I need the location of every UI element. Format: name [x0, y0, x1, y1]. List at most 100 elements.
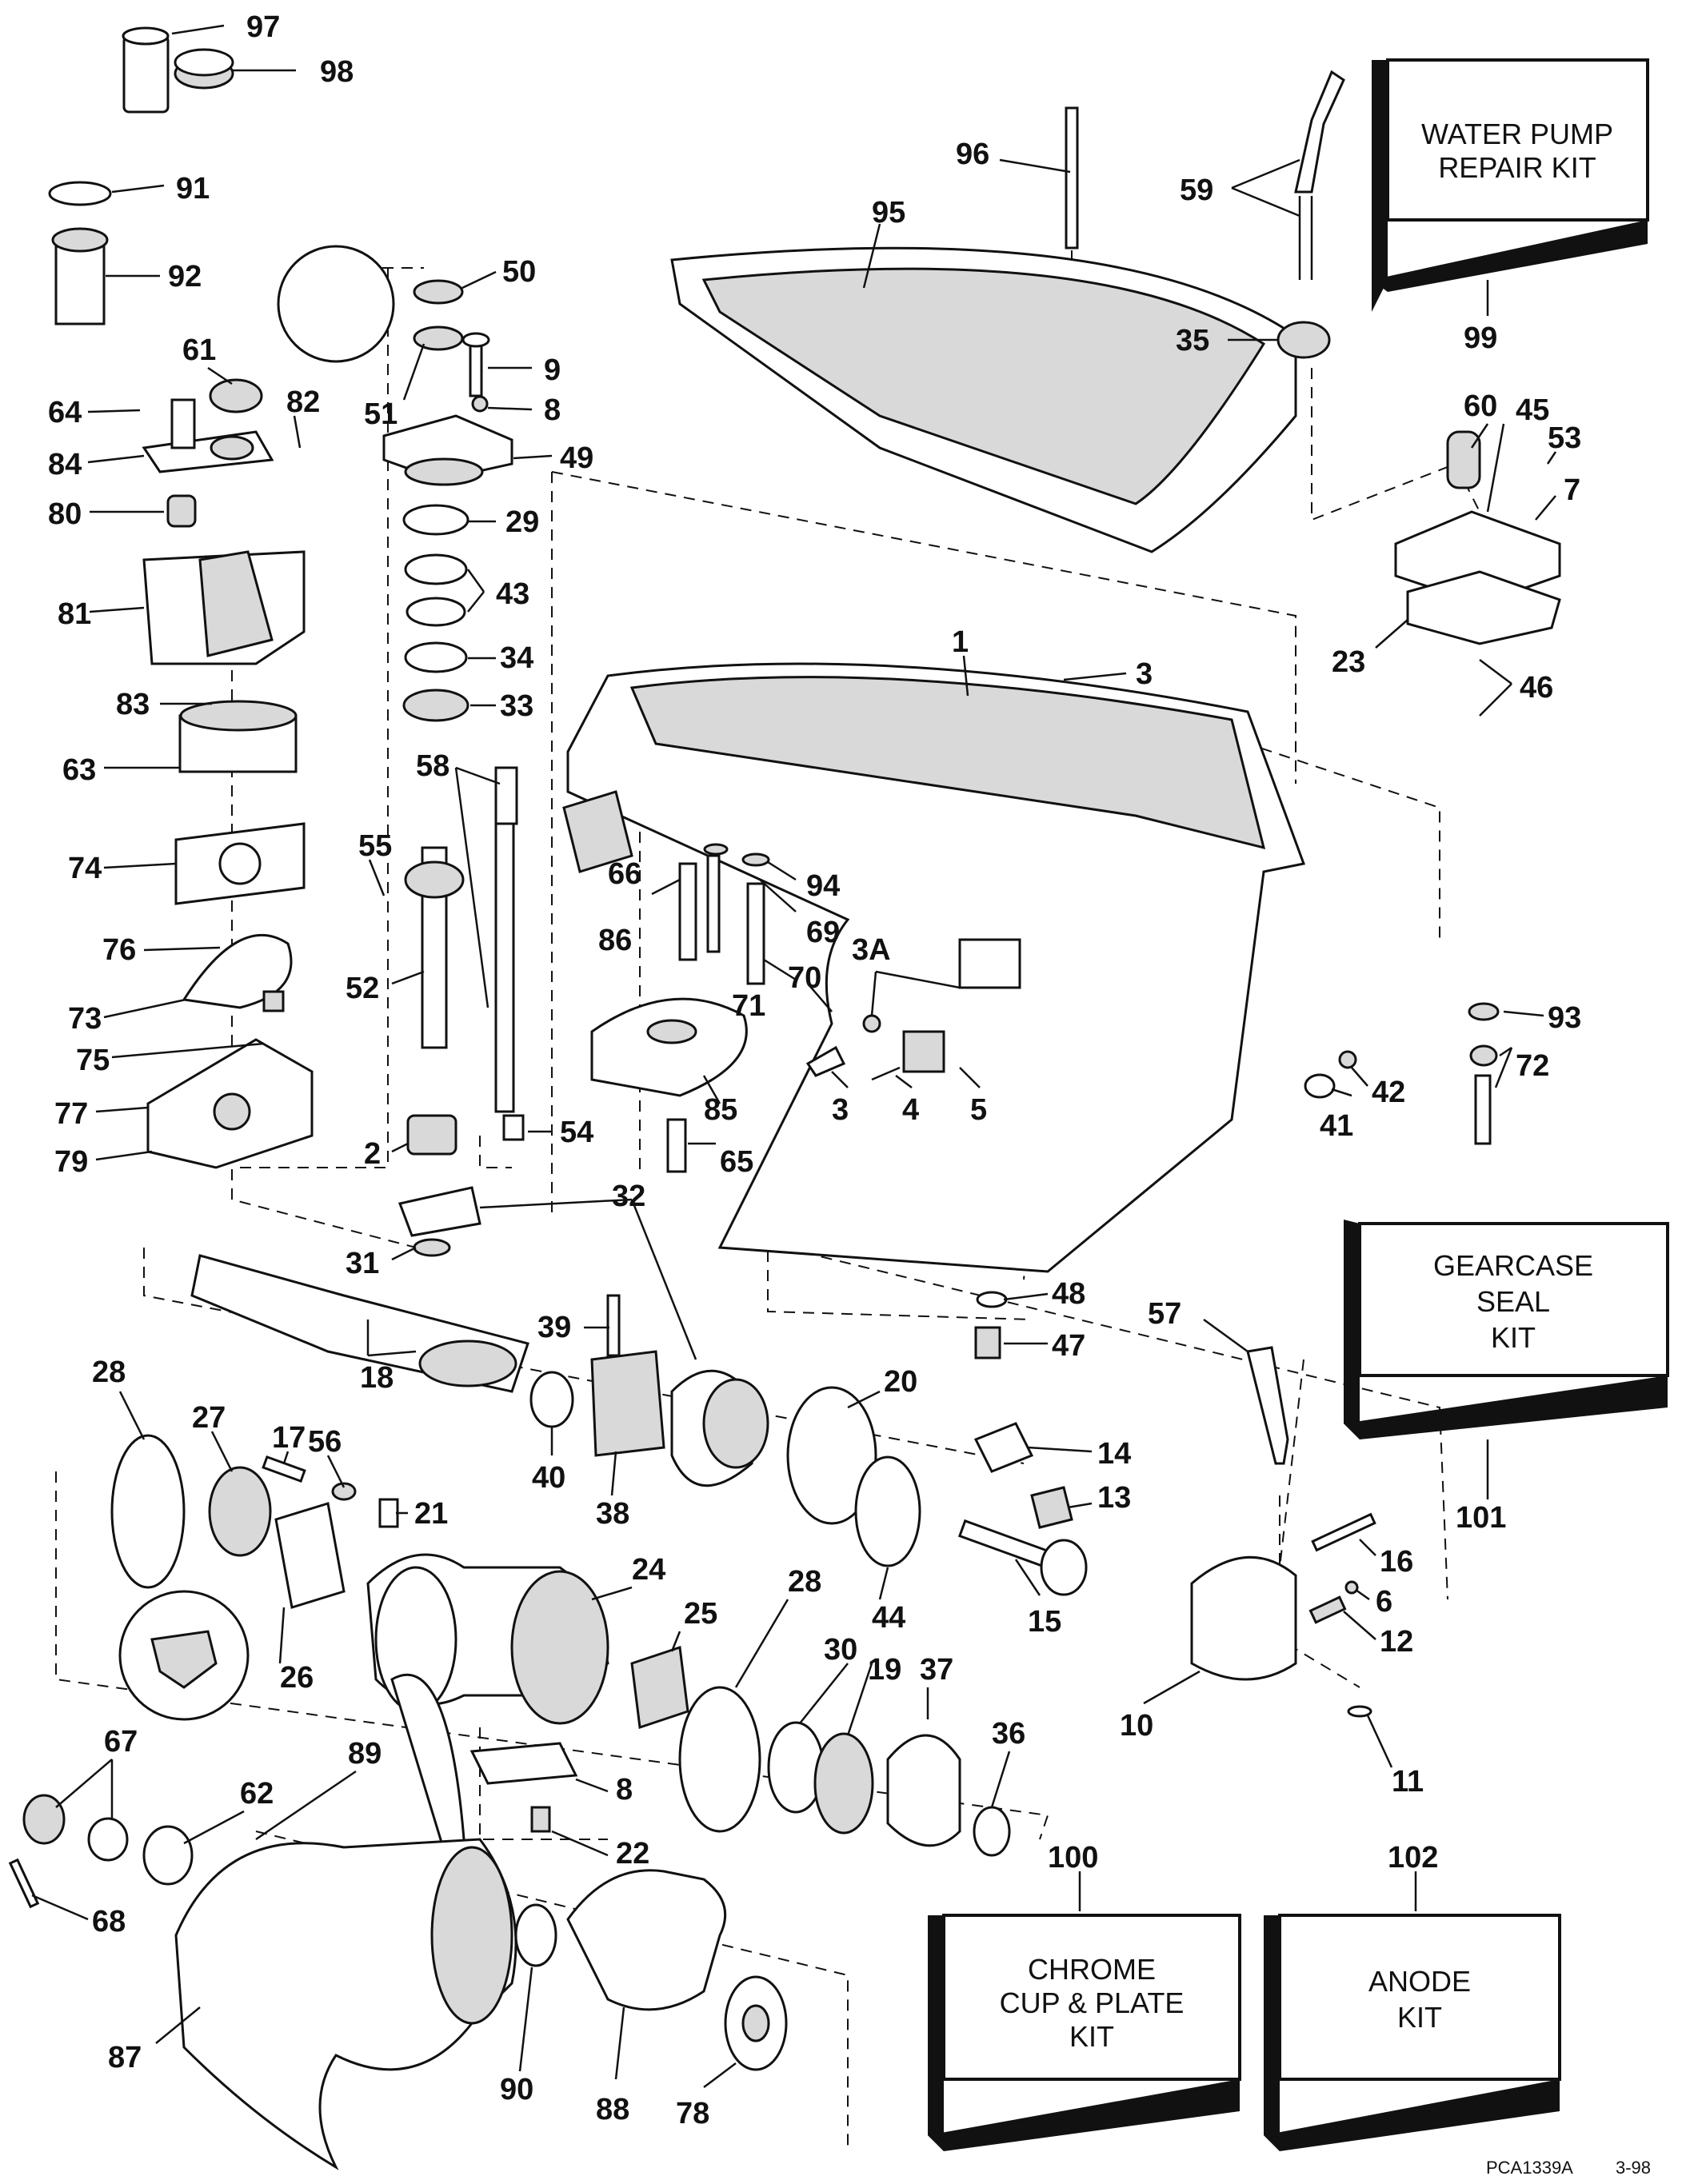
callout-42: 42: [1372, 1076, 1405, 1109]
callout-69: 69: [806, 916, 840, 949]
callout-57: 57: [1148, 1297, 1181, 1331]
callout-77: 77: [54, 1097, 88, 1131]
chrome-kit-line3: KIT: [1069, 2020, 1114, 2053]
callout-33: 33: [500, 689, 533, 723]
callout-1: 1: [952, 625, 969, 659]
callout-56: 56: [308, 1425, 342, 1459]
callout-22: 22: [616, 1837, 649, 1871]
footer-date: 3-98: [1616, 2158, 1651, 2178]
gearcase-kit-line3: KIT: [1491, 1321, 1536, 1354]
callout-13: 13: [1097, 1481, 1131, 1515]
callout-64: 64: [48, 396, 82, 429]
water-pump-kit-line1: WATER PUMP: [1421, 118, 1613, 150]
callout-91: 91: [176, 172, 210, 206]
callout-18: 18: [360, 1361, 394, 1395]
callout-68: 68: [92, 1905, 126, 1938]
callout-11: 11: [1392, 1765, 1424, 1799]
callout-47: 47: [1052, 1329, 1085, 1363]
footer: PCA1339A 3-98: [1486, 2158, 1651, 2178]
callout-4: 4: [902, 1093, 919, 1127]
callout-12: 12: [1380, 1625, 1413, 1659]
callout-85: 85: [704, 1093, 737, 1127]
callout-36: 36: [992, 1717, 1025, 1751]
callout-24: 24: [632, 1553, 665, 1587]
callout-7: 7: [1564, 473, 1580, 507]
callout-74: 74: [68, 852, 102, 885]
callout-75: 75: [76, 1044, 110, 1077]
callout-60: 60: [1464, 389, 1497, 423]
callout-61: 61: [182, 333, 216, 367]
callout-90: 90: [500, 2073, 533, 2106]
callout-14: 14: [1097, 1437, 1131, 1471]
callout-28-mid: 28: [788, 1565, 821, 1599]
callout-92: 92: [168, 260, 202, 293]
callout-67: 67: [104, 1725, 138, 1759]
gearcase-kit-line1: GEARCASE: [1433, 1249, 1593, 1282]
chrome-cup-plate-kit-box: CHROME CUP & PLATE KIT: [928, 1914, 1241, 2151]
gearcase-kit-line2: SEAL: [1476, 1285, 1550, 1318]
callout-28-left: 28: [92, 1356, 126, 1389]
callout-66: 66: [608, 857, 641, 891]
callout-49: 49: [560, 441, 593, 475]
water-pump-kit-line2: REPAIR KIT: [1438, 151, 1596, 184]
callout-20: 20: [884, 1365, 917, 1399]
callout-2: 2: [364, 1137, 381, 1171]
callout-84: 84: [48, 448, 82, 481]
chrome-kit-line2: CUP & PLATE: [1000, 1986, 1185, 2019]
callout-19: 19: [868, 1653, 901, 1687]
callout-37: 37: [920, 1653, 953, 1687]
callout-8-top: 8: [544, 393, 561, 427]
callout-70: 70: [788, 961, 821, 995]
callout-25: 25: [684, 1597, 717, 1631]
callout-59: 59: [1180, 174, 1213, 207]
callout-63: 63: [62, 753, 96, 787]
callout-15: 15: [1028, 1605, 1061, 1639]
callout-43: 43: [496, 577, 529, 611]
callout-40: 40: [532, 1461, 565, 1495]
anode-kit-box: ANODE KIT: [1264, 1914, 1561, 2151]
footer-part-code: PCA1339A: [1486, 2158, 1573, 2178]
callout-50: 50: [502, 255, 536, 289]
callout-8-bottom: 8: [616, 1773, 633, 1807]
callout-46: 46: [1520, 671, 1553, 705]
callout-78: 78: [676, 2097, 709, 2130]
callout-17: 17: [272, 1421, 306, 1455]
callout-48: 48: [1052, 1277, 1085, 1311]
callout-35: 35: [1176, 324, 1209, 357]
callout-34: 34: [500, 641, 533, 675]
part-outlines: [8, 26, 1561, 2170]
callout-87: 87: [108, 2041, 142, 2074]
callout-numbers: 97 98 91 92 61 64 84 82 80 81 83 63 74 7…: [48, 10, 1581, 2130]
callout-5: 5: [970, 1093, 987, 1127]
callout-81: 81: [58, 597, 91, 631]
callout-44: 44: [872, 1601, 905, 1635]
leader-lines: [31, 24, 1557, 2088]
callout-27: 27: [192, 1401, 226, 1435]
callout-95: 95: [872, 196, 905, 230]
callout-53: 53: [1548, 421, 1581, 455]
callout-23: 23: [1332, 645, 1365, 679]
callout-41: 41: [1320, 1109, 1353, 1143]
callout-72: 72: [1516, 1049, 1549, 1083]
callout-88: 88: [596, 2093, 629, 2126]
callout-93: 93: [1548, 1001, 1581, 1035]
callout-94: 94: [806, 869, 840, 903]
callout-79: 79: [54, 1145, 88, 1179]
callout-65: 65: [720, 1145, 753, 1179]
callout-52: 52: [346, 972, 379, 1005]
callout-54: 54: [560, 1116, 593, 1149]
callout-97: 97: [246, 10, 280, 44]
callout-16: 16: [1380, 1545, 1413, 1579]
callout-96: 96: [956, 138, 989, 171]
callout-10: 10: [1120, 1709, 1153, 1743]
callout-32: 32: [612, 1180, 645, 1213]
callout-51: 51: [364, 397, 398, 431]
callout-38: 38: [596, 1497, 629, 1531]
callout-9: 9: [544, 353, 561, 387]
callout-98: 98: [320, 55, 354, 89]
callout-80: 80: [48, 497, 82, 531]
callout-100: 100: [1048, 1841, 1098, 1875]
callout-31: 31: [346, 1247, 379, 1280]
callout-39: 39: [537, 1311, 571, 1344]
